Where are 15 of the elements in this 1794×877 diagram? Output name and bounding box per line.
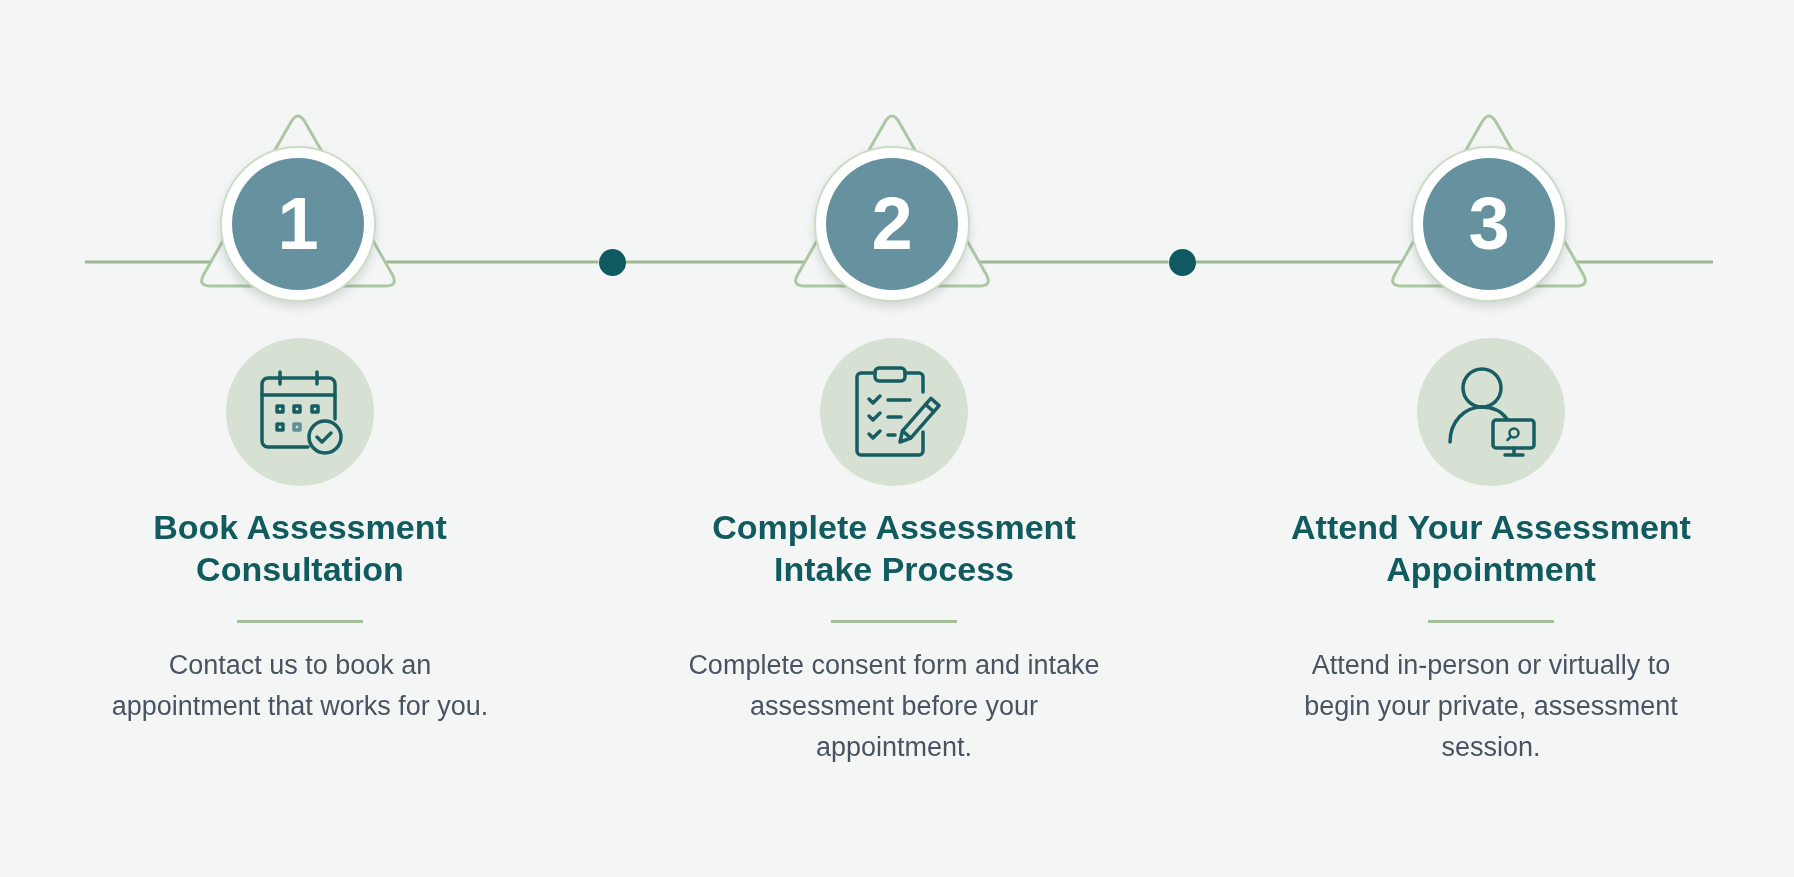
step-title: Book Assessment Consultation xyxy=(152,507,448,590)
step-title: Complete Assessment Intake Process xyxy=(711,507,1077,590)
timeline-line xyxy=(1195,260,1403,264)
step-description: Attend in-person or virtually to begin your private, assessment session. xyxy=(1303,649,1679,764)
timeline-line xyxy=(978,260,1169,264)
timeline-line xyxy=(384,260,599,264)
step-description: Complete consent form and intake assessment before your appointment. xyxy=(687,649,1101,764)
step-number: 2 xyxy=(871,184,913,264)
step-number: 3 xyxy=(1468,184,1510,264)
timeline-line xyxy=(85,260,212,264)
step-title: Attend Your Assessment Appointment xyxy=(1290,507,1692,590)
timeline-line xyxy=(1575,260,1713,264)
step-number: 1 xyxy=(277,184,319,264)
timeline-line xyxy=(625,260,806,264)
step-description: Contact us to book an appointment that works for you. xyxy=(110,649,490,723)
